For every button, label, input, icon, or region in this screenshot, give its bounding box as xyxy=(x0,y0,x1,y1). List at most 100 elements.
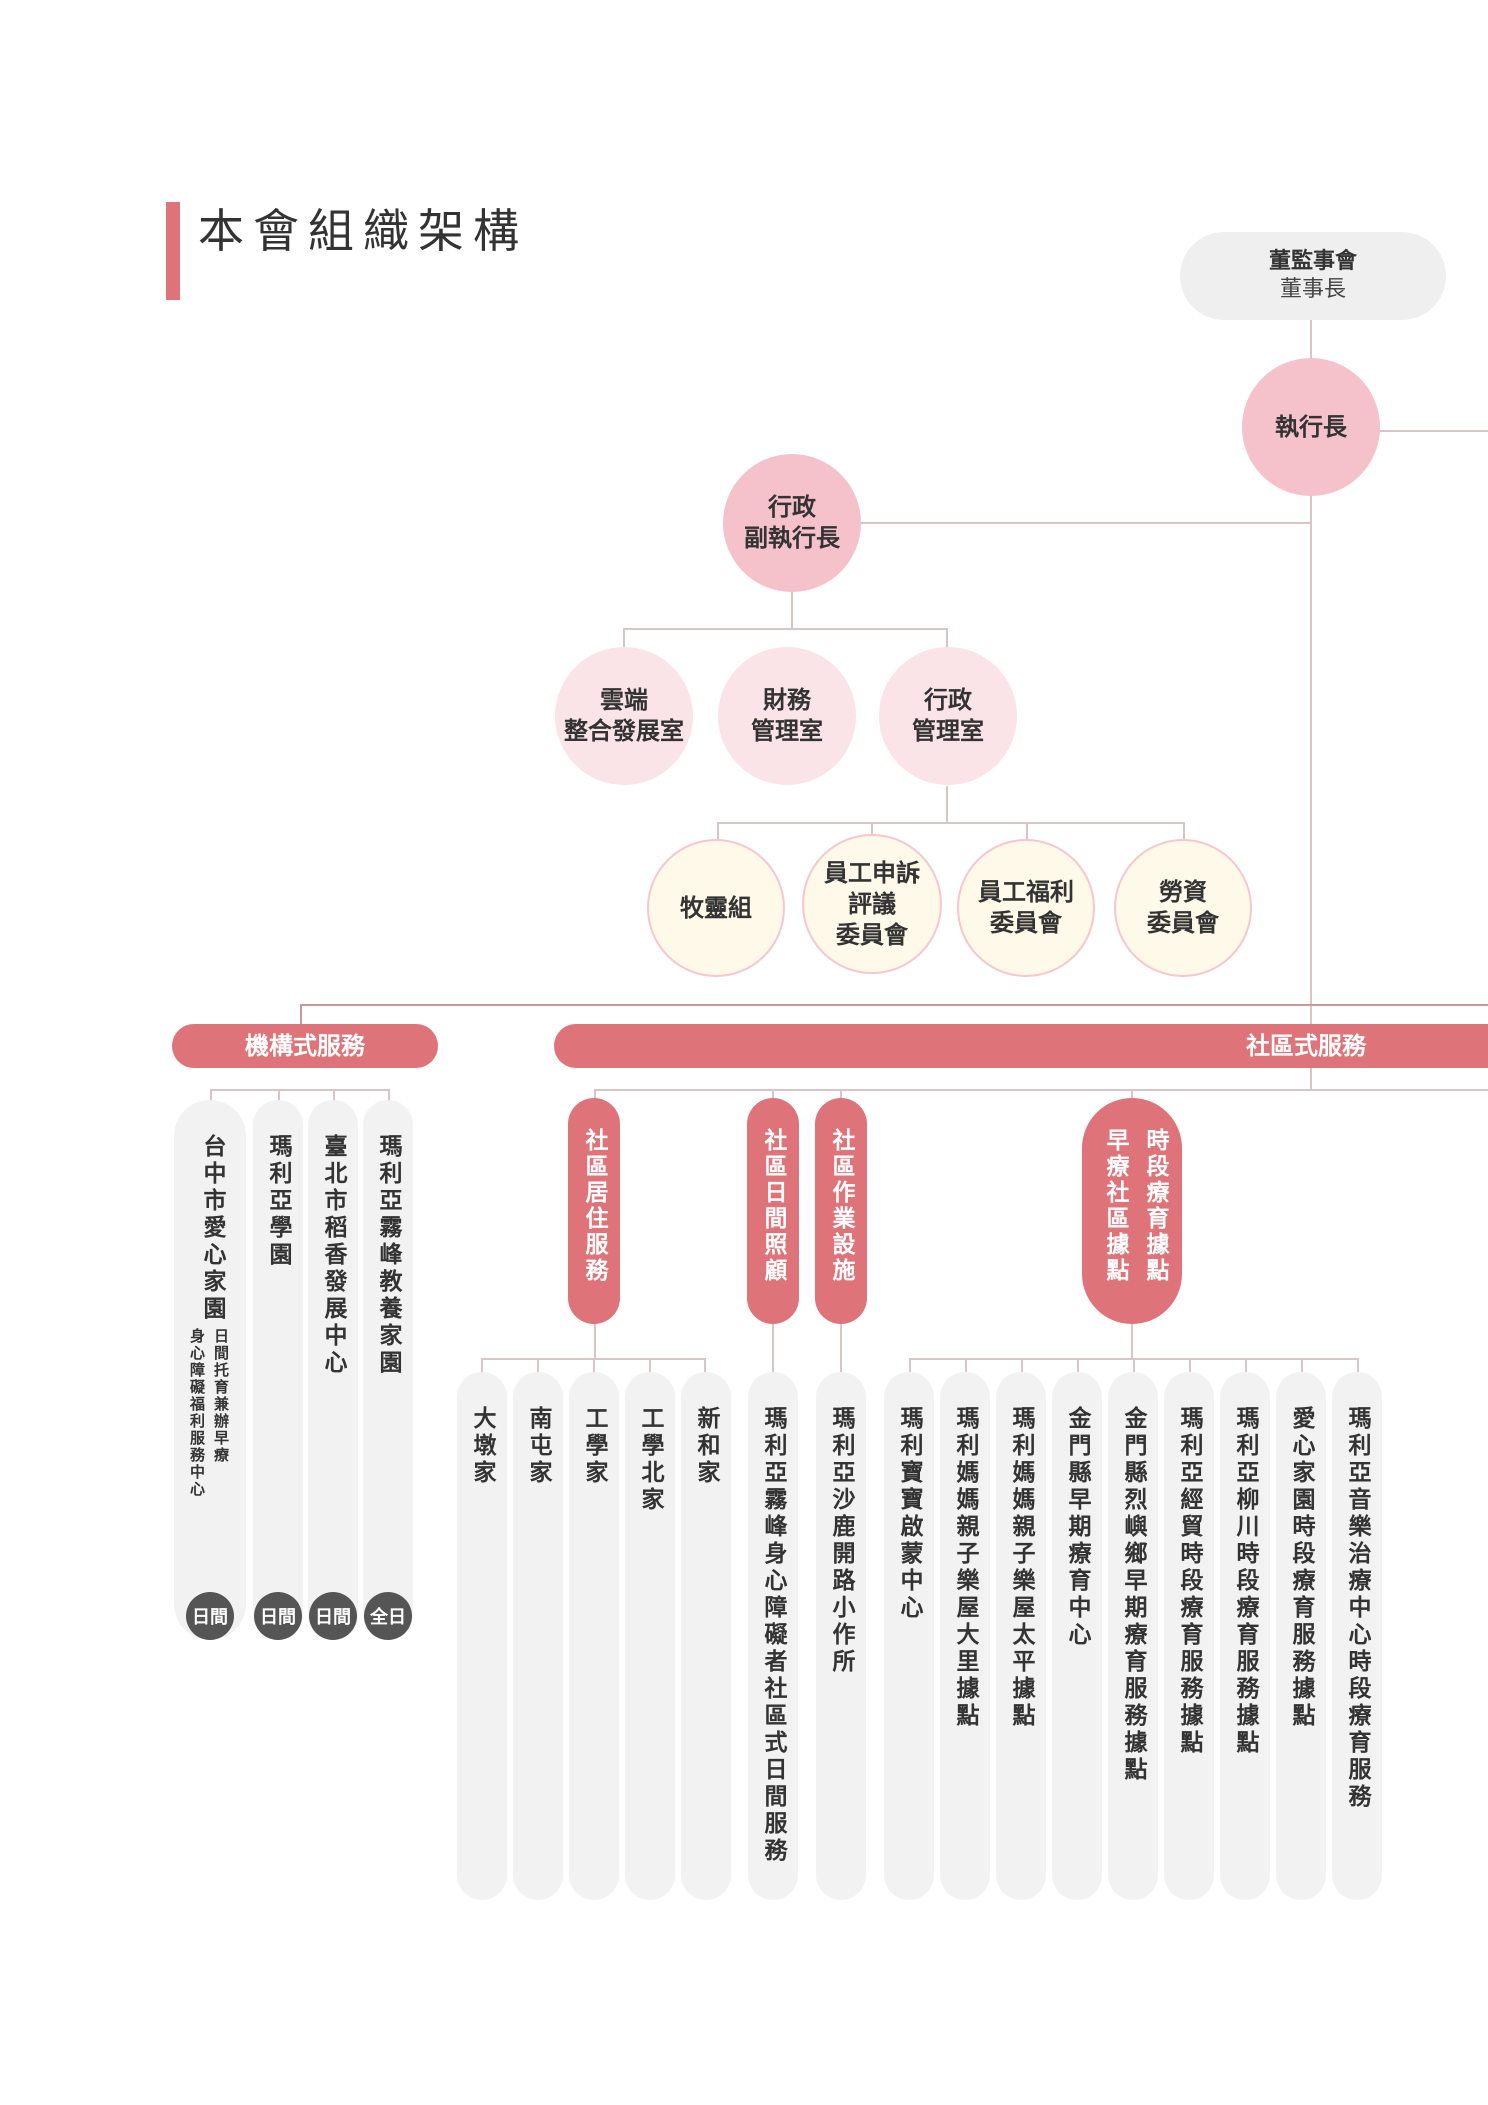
office-line1: 財務 xyxy=(763,686,811,714)
inst-drop-2 xyxy=(278,1089,280,1103)
workshop-unit: 瑪利亞沙鹿開路小作所 xyxy=(816,1372,866,1900)
institutional-branch-line xyxy=(210,1089,390,1091)
res-drop-3 xyxy=(593,1358,595,1372)
deputy-ceo-node: 行政 副執行長 xyxy=(723,454,861,592)
earlyint-down xyxy=(1131,1322,1133,1358)
office-finance-node: 財務 管理室 xyxy=(718,647,856,785)
community-branch-line xyxy=(594,1089,1488,1091)
office-left-drop xyxy=(623,628,625,648)
comm-drop-residential xyxy=(594,1089,596,1101)
ei-drop xyxy=(1077,1358,1079,1372)
unit-name: 臺北市稻香發展中心 xyxy=(320,1134,346,1377)
deputy-horizontal-line xyxy=(852,522,1310,524)
office-line2: 整合發展室 xyxy=(564,717,684,745)
chairman-label: 董事長 xyxy=(1279,277,1346,302)
group-label: 社區作業設施 xyxy=(828,1128,854,1284)
institutional-drop xyxy=(300,1004,302,1026)
residential-unit: 南屯家 xyxy=(513,1372,563,1900)
institutional-unit-maria-school: 瑪利亞學園 xyxy=(253,1100,303,1640)
committee-line: 員工申訴 xyxy=(824,858,920,887)
office-right-drop xyxy=(946,628,948,648)
badge-daytime: 日間 xyxy=(309,1592,357,1640)
committee-pastoral-node: 牧靈組 xyxy=(647,839,785,977)
office-line2: 管理室 xyxy=(751,717,823,745)
residential-unit: 工學家 xyxy=(569,1372,619,1900)
committee-line: 委員會 xyxy=(1147,909,1219,937)
ei-drop xyxy=(1245,1358,1247,1372)
residential-down xyxy=(594,1322,596,1358)
committee-drop-4 xyxy=(1183,822,1185,840)
office-cloud-node: 雲端 整合發展室 xyxy=(555,647,693,785)
title-accent-bar xyxy=(166,202,180,300)
unit-subtitle-1: 日間托育兼辦早療 xyxy=(212,1328,230,1464)
ceo-label: 執行長 xyxy=(1275,412,1347,441)
group-daycare-header: 社區日間照顧 xyxy=(747,1098,799,1324)
group-label: 時段療育據點 xyxy=(1142,1128,1168,1284)
workshop-down xyxy=(840,1322,842,1372)
daycare-down xyxy=(772,1322,774,1372)
ei-drop xyxy=(965,1358,967,1372)
inst-drop-3 xyxy=(333,1089,335,1103)
committee-grievance-node: 員工申訴 評議 委員會 xyxy=(802,834,942,974)
residential-unit: 新和家 xyxy=(681,1372,731,1900)
early-intervention-unit: 瑪利寶寶啟蒙中心 xyxy=(884,1372,934,1900)
community-services-bar: 社區式服務 xyxy=(554,1024,1488,1068)
early-intervention-unit: 瑪利媽媽親子樂屋太平據點 xyxy=(996,1372,1046,1900)
committee-drop-2 xyxy=(871,822,873,840)
early-intervention-unit: 瑪利亞音樂治療中心時段療育服務 xyxy=(1332,1372,1382,1900)
res-drop-1 xyxy=(481,1358,483,1372)
ei-drop xyxy=(909,1358,911,1372)
ei-drop xyxy=(1357,1358,1359,1372)
institutional-unit-wufeng-home: 瑪利亞霧峰教養家園 xyxy=(363,1100,413,1640)
badge-daytime: 日間 xyxy=(186,1592,234,1640)
community-services-label: 社區式服務 xyxy=(1246,1032,1366,1060)
ei-drop xyxy=(1189,1358,1191,1372)
institutional-unit-taipei-daoxiang: 臺北市稻香發展中心 xyxy=(308,1100,358,1640)
deputy-down-line xyxy=(791,588,793,628)
board-label: 董監事會 xyxy=(1268,249,1357,274)
unit-subtitle-2: 身心障礙福利服務中心 xyxy=(188,1328,206,1498)
committee-drop-1 xyxy=(717,822,719,840)
board-node: 董監事會 董事長 xyxy=(1180,232,1446,320)
office-line1: 雲端 xyxy=(600,686,648,714)
daycare-unit: 瑪利亞霧峰身心障礙者社區式日間服務 xyxy=(748,1372,798,1900)
committee-line: 委員會 xyxy=(990,909,1062,937)
ceo-node: 執行長 xyxy=(1242,358,1380,496)
committee-line: 牧靈組 xyxy=(680,893,752,922)
unit-name: 瑪利亞霧峰教養家園 xyxy=(375,1134,401,1377)
committee-drop-3 xyxy=(1026,822,1028,840)
institutional-unit-aixin: 台中市愛心家園 日間托育兼辦早療 身心障礙福利服務中心 xyxy=(174,1100,246,1640)
residential-unit: 大墩家 xyxy=(457,1372,507,1900)
early-intervention-unit: 瑪利亞經貿時段療育服務據點 xyxy=(1164,1372,1214,1900)
page-title: 本會組織架構 xyxy=(198,204,528,258)
ei-drop xyxy=(1133,1358,1135,1372)
inst-drop-1 xyxy=(210,1089,212,1103)
comm-drop-earlyint xyxy=(1131,1089,1133,1101)
group-residential-header: 社區居住服務 xyxy=(568,1098,620,1324)
unit-name: 台中市愛心家園 xyxy=(199,1134,225,1323)
ceo-right-line xyxy=(1378,430,1488,432)
ei-drop xyxy=(1021,1358,1023,1372)
ei-drop xyxy=(1301,1358,1303,1372)
committee-line: 評議 xyxy=(848,889,896,918)
group-label: 早療社區據點 xyxy=(1102,1128,1128,1284)
badge-fullday: 全日 xyxy=(364,1592,412,1640)
early-intervention-unit: 愛心家園時段療育服務據點 xyxy=(1276,1372,1326,1900)
ceo-vertical-line xyxy=(1310,320,1312,1090)
office-admin-node: 行政 管理室 xyxy=(879,647,1017,785)
unit-name: 瑪利亞學園 xyxy=(265,1134,291,1269)
committee-labor-node: 勞資 委員會 xyxy=(1114,839,1252,977)
committee-line: 勞資 xyxy=(1159,878,1207,906)
res-drop-4 xyxy=(649,1358,651,1372)
group-workshop-header: 社區作業設施 xyxy=(815,1098,867,1324)
office-admin-down-line xyxy=(946,786,948,822)
committee-line: 委員會 xyxy=(836,920,908,949)
offices-horizontal-line xyxy=(623,628,948,630)
inst-drop-4 xyxy=(388,1089,390,1103)
institutional-services-label: 機構式服務 xyxy=(245,1032,365,1060)
early-intervention-unit: 瑪利媽媽親子樂屋大里據點 xyxy=(940,1372,990,1900)
committee-welfare-node: 員工福利 委員會 xyxy=(957,839,1095,977)
committees-horizontal-line xyxy=(717,822,1185,824)
comm-drop-workshop xyxy=(840,1089,842,1101)
residential-unit: 工學北家 xyxy=(625,1372,675,1900)
